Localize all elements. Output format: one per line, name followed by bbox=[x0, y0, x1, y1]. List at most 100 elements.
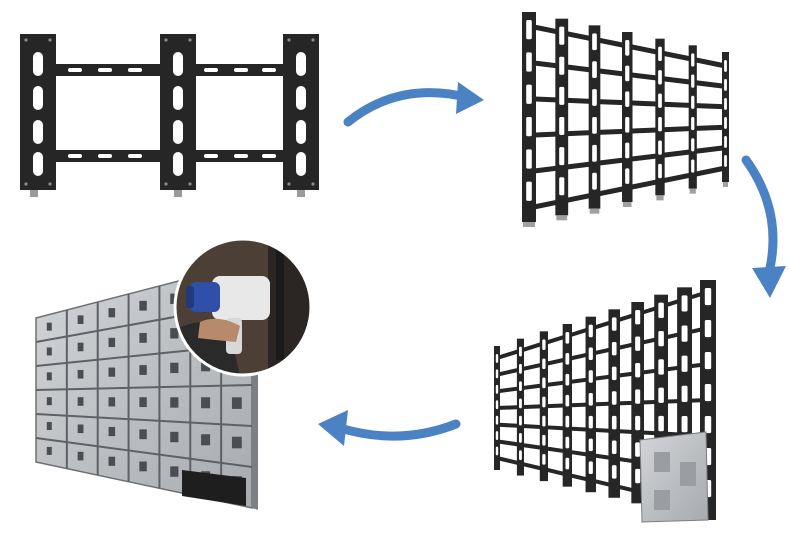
array2-slot bbox=[658, 163, 662, 179]
array3-slot bbox=[519, 398, 522, 409]
array3-module-plate bbox=[654, 490, 670, 510]
array3-slot bbox=[611, 415, 617, 430]
array3-slot bbox=[635, 415, 641, 431]
array2-slot bbox=[526, 20, 532, 40]
array3-slot bbox=[565, 373, 570, 386]
array2-slot bbox=[592, 144, 597, 162]
wall-module-latch bbox=[201, 360, 211, 372]
wall-module-latch bbox=[77, 369, 84, 379]
array3-slot bbox=[542, 339, 546, 351]
array2-slot bbox=[658, 140, 662, 155]
array3-slot bbox=[704, 320, 712, 338]
wall-module-latch bbox=[139, 461, 147, 472]
array2-slot bbox=[625, 142, 630, 159]
array2-slot bbox=[724, 98, 727, 110]
array2-slot bbox=[625, 40, 630, 56]
array2-slot bbox=[559, 117, 565, 136]
array3-slot bbox=[542, 377, 546, 389]
arrow-2-head bbox=[752, 266, 786, 298]
array3-slot bbox=[635, 336, 641, 351]
array2-slot bbox=[526, 117, 532, 137]
array3-slot bbox=[635, 362, 641, 378]
array2-slot bbox=[625, 65, 630, 82]
wall-module-latch bbox=[139, 397, 147, 408]
array2-slot bbox=[592, 172, 597, 190]
wall-module-latch bbox=[108, 426, 116, 437]
array3-slot bbox=[542, 396, 546, 408]
array3-slot bbox=[542, 454, 546, 465]
arrow-2 bbox=[741, 155, 778, 273]
array3-slot bbox=[704, 288, 712, 306]
array3-slot bbox=[681, 415, 688, 433]
array3-slot bbox=[611, 440, 617, 454]
array3-slot bbox=[542, 434, 546, 446]
array3-slot bbox=[681, 355, 688, 372]
array2-foot bbox=[656, 195, 664, 201]
array2-slot bbox=[691, 159, 695, 173]
wall-module-latch bbox=[46, 322, 52, 331]
array3-rail bbox=[496, 290, 709, 360]
array3-slot bbox=[704, 416, 712, 434]
wall-module-latch bbox=[108, 397, 116, 407]
wall-module-latch bbox=[77, 342, 84, 352]
wall-module-latch bbox=[46, 446, 52, 455]
wall-module-latch bbox=[77, 424, 84, 434]
array3-slot bbox=[495, 446, 499, 456]
arrow-3 bbox=[335, 419, 461, 441]
array3-slot bbox=[565, 332, 570, 344]
array3-slot bbox=[519, 450, 522, 461]
bracket-array-with-module bbox=[494, 280, 716, 523]
wall-module-latch bbox=[139, 300, 147, 311]
array2-slot bbox=[658, 46, 662, 62]
array2-foot bbox=[723, 182, 728, 187]
wall-module-latch bbox=[46, 422, 52, 431]
arrow-3-head bbox=[318, 410, 348, 446]
array3-slot bbox=[495, 369, 499, 379]
array2-slot bbox=[625, 91, 630, 107]
array2-foot bbox=[589, 208, 600, 214]
array3-slot bbox=[588, 347, 593, 360]
bracket-array-front bbox=[522, 12, 729, 227]
array3-slot bbox=[565, 394, 570, 407]
array3-slot bbox=[495, 400, 499, 410]
tool-inset bbox=[173, 237, 313, 377]
wall-module-latch bbox=[46, 347, 52, 356]
wall-module-latch bbox=[201, 434, 211, 446]
wall-module-latch bbox=[170, 397, 179, 408]
wall-module-latch bbox=[77, 397, 84, 406]
array3-rail bbox=[496, 398, 709, 410]
array2-slot bbox=[559, 26, 565, 45]
array2-slot bbox=[526, 181, 532, 201]
array2-slot bbox=[592, 117, 597, 134]
array3-rail bbox=[496, 326, 709, 377]
array2-slot bbox=[658, 117, 662, 132]
array2-slot bbox=[724, 117, 727, 129]
arrow-1-head bbox=[456, 82, 484, 114]
wall-module-latch bbox=[231, 397, 242, 409]
array2-slot bbox=[559, 86, 565, 105]
array3-slot bbox=[635, 442, 641, 457]
array3-rail bbox=[496, 362, 709, 394]
array2-slot bbox=[592, 89, 597, 106]
array3-slot bbox=[611, 465, 617, 479]
hand bbox=[198, 318, 240, 342]
wall-module-latch bbox=[170, 328, 179, 339]
array3-slot bbox=[588, 461, 593, 474]
wall-power-box bbox=[182, 470, 246, 506]
wall-module-latch bbox=[170, 431, 179, 443]
array2-slot bbox=[691, 117, 695, 131]
array3-slot bbox=[658, 387, 664, 403]
array3-slot bbox=[611, 341, 617, 356]
wall-module-latch bbox=[170, 362, 179, 374]
array3-slot bbox=[588, 393, 593, 406]
array2-slot bbox=[658, 70, 662, 85]
wall-module-latch bbox=[170, 466, 179, 477]
array2-foot bbox=[523, 222, 535, 227]
array2-slot bbox=[559, 177, 565, 196]
array2-slot bbox=[559, 147, 565, 166]
wall-module-latch bbox=[108, 308, 116, 318]
suction-cup bbox=[190, 282, 220, 312]
array3-slot bbox=[495, 354, 499, 363]
array3-slot bbox=[495, 415, 499, 425]
